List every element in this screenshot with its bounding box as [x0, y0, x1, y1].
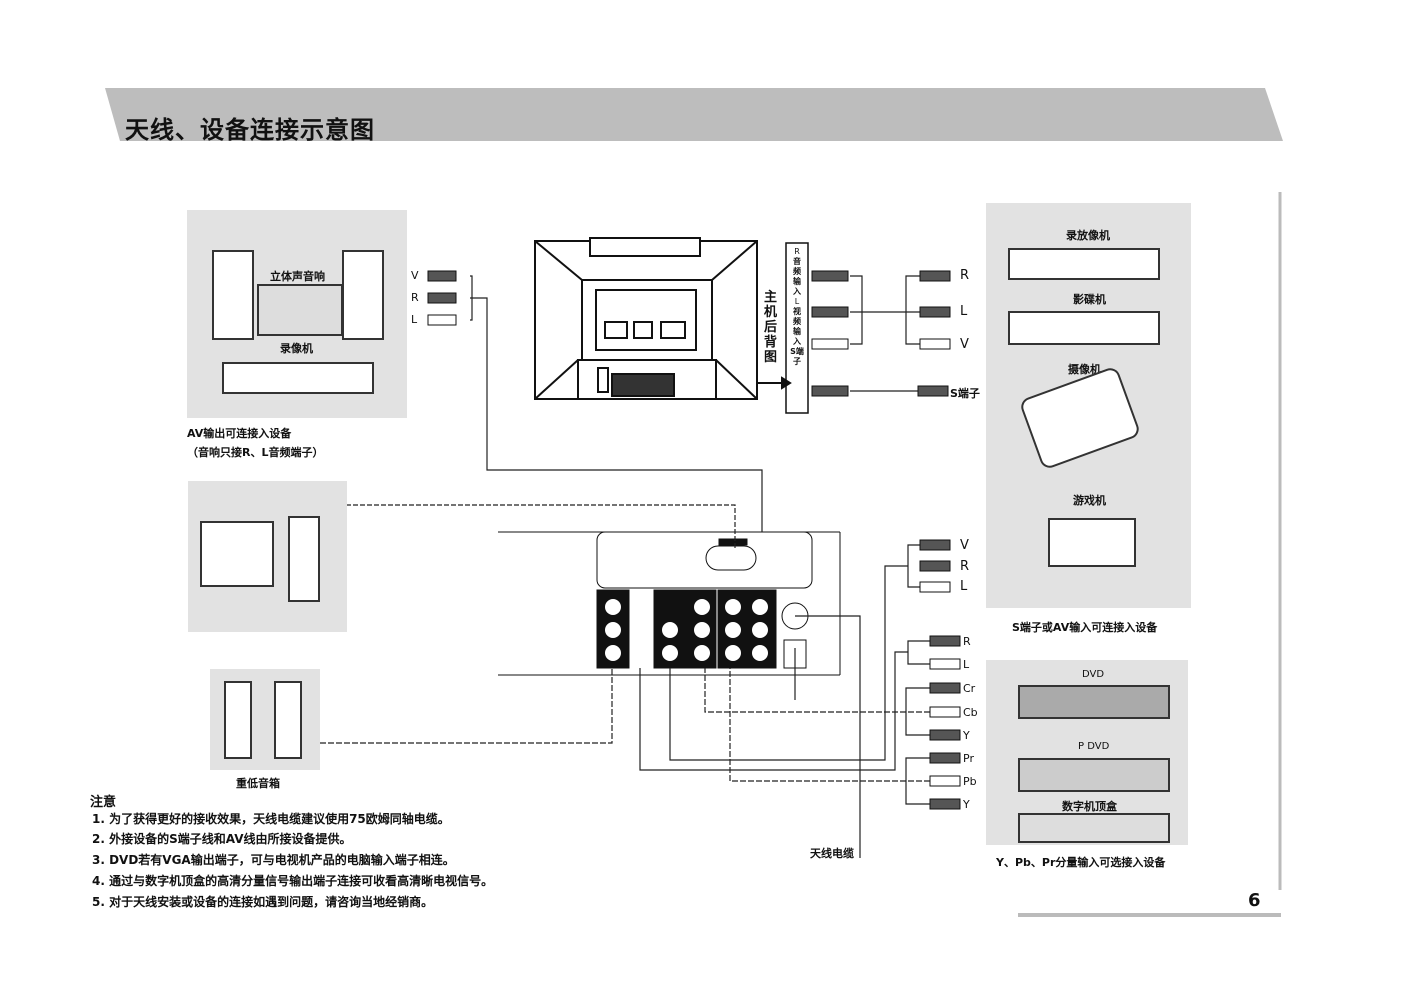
monitor-icon	[200, 521, 274, 587]
plug-label-pb: Pb	[963, 775, 977, 788]
tv-rear-label: 主机后背图	[764, 290, 778, 365]
vcd-player-icon	[1008, 311, 1160, 345]
plug-label-r: R	[960, 268, 970, 283]
page-number: 6	[1248, 890, 1261, 911]
subwoofer-box	[210, 669, 320, 770]
pc-tower-icon	[288, 516, 320, 602]
speaker-icon	[224, 681, 252, 759]
vcr-label: 录像机	[280, 342, 313, 355]
plug-label-v: V	[960, 337, 969, 352]
av-output-devices-box: 立体声音响 录像机	[187, 210, 407, 418]
note-item: 1. 为了获得更好的接收效果，天线电缆建议使用75欧姆同轴电缆。	[92, 812, 450, 826]
component-devices-caption: Y、Pb、Pr分量输入可选接入设备	[996, 856, 1166, 869]
speaker-icon	[212, 250, 254, 340]
game-console-icon	[1048, 518, 1136, 567]
side-label-audio-in: 音频输入	[793, 257, 801, 296]
s-terminal-label: S端子	[950, 387, 980, 400]
note-item: 2. 外接设备的S端子线和AV线由所接设备提供。	[92, 832, 352, 846]
s-av-input-devices-box: 录放像机 影碟机 摄像机 游戏机	[986, 203, 1191, 608]
plug-label-pr: Pr	[963, 752, 974, 765]
side-label-video-in: 视频输入	[793, 307, 801, 346]
note-item: 3. DVD若有VGA输出端子，可与电视机产品的电脑输入端子相连。	[92, 853, 455, 867]
side-label-r: R	[794, 247, 800, 256]
subwoofer-label: 重低音箱	[236, 777, 280, 790]
side-panel-labels: R 音频输入 L 视频输入 S端子	[790, 247, 804, 367]
vcr-icon	[222, 362, 374, 394]
vcd-player-label: 影碟机	[1073, 293, 1106, 306]
rear-input-panel	[498, 531, 841, 676]
cables	[320, 275, 930, 858]
plug-label-r: R	[960, 559, 970, 574]
game-console-label: 游戏机	[1073, 494, 1106, 507]
plug-label-y: Y	[963, 798, 970, 811]
stereo-icon	[257, 284, 343, 336]
component-devices-box: DVD P DVD 数字机顶盒	[986, 660, 1188, 845]
note-item: 5. 对于天线安装或设备的连接如遇到问题，请咨询当地经销商。	[92, 895, 434, 909]
set-top-box-label: 数字机顶盒	[1062, 800, 1117, 813]
computer-box	[188, 481, 347, 632]
plug-label-cb: Cb	[963, 706, 978, 719]
av-output-caption: AV输出可连接入设备	[187, 427, 292, 440]
plug-label-l: L	[411, 313, 418, 326]
vcr-player-label: 录放像机	[1066, 229, 1110, 242]
plug-label-r: R	[411, 291, 419, 304]
page-title: 天线、设备连接示意图	[125, 116, 375, 144]
s-av-devices-caption: S端子或AV输入可连接入设备	[1012, 621, 1158, 634]
stereo-label: 立体声音响	[270, 270, 325, 283]
side-label-s-terminal: S端子	[790, 347, 804, 366]
progressive-dvd-icon	[1018, 758, 1170, 792]
speaker-icon	[342, 250, 384, 340]
plug-label-l: L	[960, 304, 968, 319]
plug-label-l: L	[960, 579, 968, 594]
plug-label-v: V	[960, 538, 969, 553]
dvd-label: DVD	[1082, 669, 1105, 680]
vcr-player-icon	[1008, 248, 1160, 280]
plug-label-l: L	[963, 658, 970, 671]
plug-label-y: Y	[963, 729, 970, 742]
plug-label-cr: Cr	[963, 682, 976, 695]
progressive-dvd-label: P DVD	[1078, 741, 1110, 752]
plug-label-r: R	[963, 635, 971, 648]
plug-connectors	[427, 270, 961, 810]
notes-heading: 注意	[90, 795, 117, 810]
av-output-caption-note: （音响只接R、L音频端子）	[187, 446, 324, 459]
camcorder-icon	[1018, 365, 1142, 471]
note-item: 4. 通过与数字机顶盒的高清分量信号输出端子连接可收看高清晰电视信号。	[92, 874, 494, 888]
title-band	[105, 88, 1283, 141]
dvd-player-icon	[1018, 685, 1170, 719]
speaker-icon	[274, 681, 302, 759]
side-label-l: L	[794, 297, 800, 306]
plug-label-v: V	[411, 269, 419, 282]
set-top-box-icon	[1018, 813, 1170, 843]
antenna-cable-label: 天线电缆	[810, 847, 854, 860]
tv-rear-illustration	[534, 237, 809, 414]
